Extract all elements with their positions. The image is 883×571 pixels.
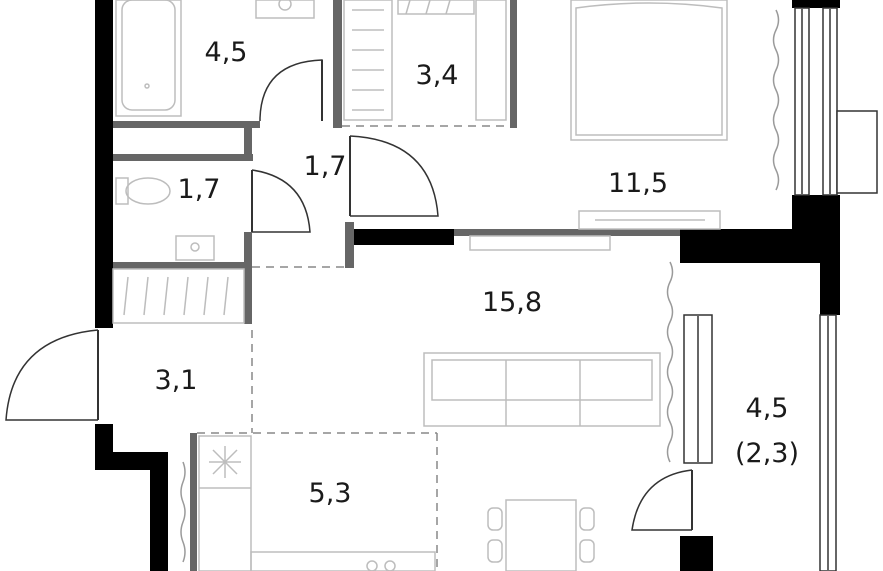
bedroom-dresser: [578, 210, 721, 230]
hall-left-partition-top: [244, 128, 252, 161]
bath-wardrobe-partition: [333, 0, 342, 128]
wardrobe-shelving: [343, 0, 507, 121]
left-bottom-wall: [150, 452, 168, 571]
top-right-wall: [792, 0, 840, 8]
wardrobe-area: 3,4: [416, 60, 459, 91]
wardrobe-bedroom-partition: [510, 0, 517, 128]
bathtub: [115, 0, 182, 117]
entrance-corner-wall: [95, 452, 167, 470]
kitchen-area: 5,3: [309, 478, 352, 509]
bedroom-bottom-partition: [454, 229, 680, 236]
balcony-area: 4,5: [746, 393, 789, 424]
kitchen-counter: [198, 435, 436, 571]
living-area: 15,8: [482, 287, 542, 318]
left-wall-upper: [95, 0, 113, 328]
partitions: [113, 0, 680, 571]
balcony-right-wall: [820, 195, 840, 315]
exterior-walls: [95, 0, 840, 571]
closet-right-partition: [244, 262, 252, 324]
washing-machine: [255, 0, 315, 19]
wc-sink: [175, 235, 215, 261]
bath-bottom-partition: [113, 121, 260, 128]
hall-right-partition: [345, 222, 354, 268]
bedroom-living-wall: [352, 229, 454, 245]
toilet: [115, 177, 171, 205]
zone-boundaries: [197, 125, 510, 571]
balcony-reduced-area: (2,3): [735, 438, 799, 469]
hall-left-partition-bottom: [244, 232, 252, 262]
curtains: [180, 9, 780, 563]
entrance-area: 3,1: [155, 365, 198, 396]
kitchen-left-partition: [190, 433, 197, 571]
bedroom-area: 11,5: [608, 168, 668, 199]
entrance-closet: [112, 268, 245, 324]
area-labels: 4,5 3,4 11,5 1,7 1,7 15,8 3,1 4,5 (2,3) …: [155, 37, 799, 509]
windows: [683, 7, 878, 571]
wc-area: 1,7: [178, 174, 221, 205]
wc-bottom-partition: [113, 262, 252, 269]
tv-unit: [469, 235, 611, 251]
wc-top-partition: [113, 154, 253, 161]
doors: [5, 59, 693, 531]
double-bed: [570, 0, 728, 141]
balcony-bottom-pier: [680, 536, 713, 571]
balcony-corner-left: [680, 229, 713, 263]
bathroom-area: 4,5: [205, 37, 248, 68]
dining-table: [487, 499, 595, 571]
hall-area: 1,7: [304, 151, 347, 182]
sofa: [423, 352, 661, 427]
